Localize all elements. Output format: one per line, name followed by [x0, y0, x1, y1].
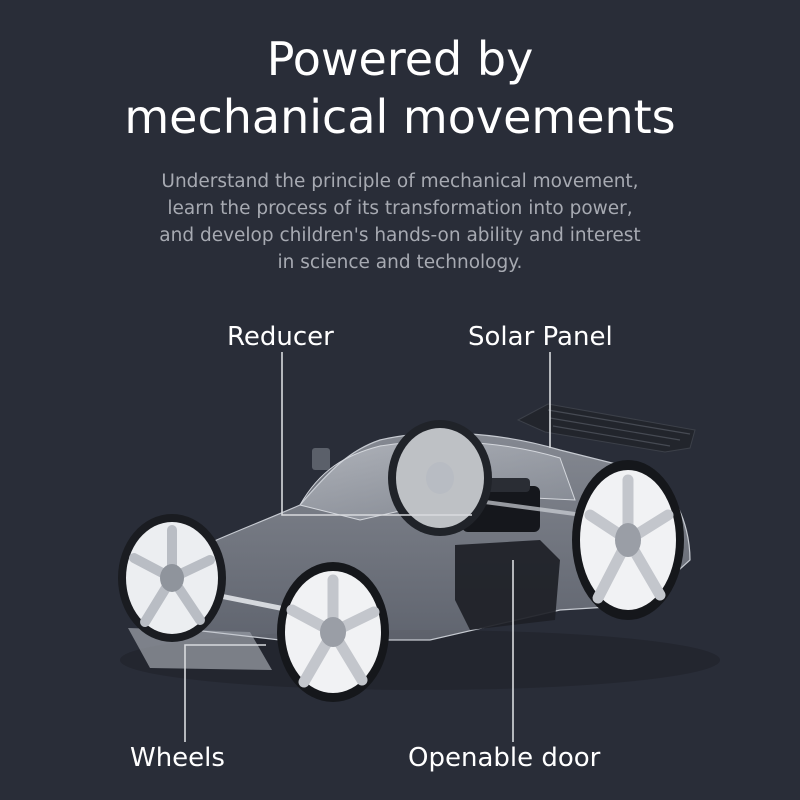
wheel-front-left	[118, 514, 226, 642]
title-line-2: mechanical movements	[124, 90, 676, 144]
solar-panel-stripes	[547, 409, 691, 447]
description-line-1: Understand the principle of mechanical m…	[161, 171, 639, 192]
side-mirror	[312, 448, 330, 470]
title-line-1: Powered by	[266, 32, 534, 86]
callout-reducer: Reducer	[227, 322, 334, 352]
callout-openable-door: Openable door	[408, 743, 601, 773]
wheel-rear-right	[572, 460, 684, 620]
description-text: Understand the principle of mechanical m…	[0, 168, 800, 276]
description-line-3: and develop children's hands-on ability …	[159, 225, 641, 246]
description-line-4: in science and technology.	[277, 252, 523, 273]
car-shadow	[120, 630, 720, 690]
wheels-callout-line	[184, 644, 266, 742]
wheel-front-right	[277, 562, 389, 702]
callout-wheels: Wheels	[130, 743, 225, 773]
reducer-callout-line	[281, 352, 472, 516]
callout-solar-panel: Solar Panel	[468, 322, 613, 352]
page-title: Powered by mechanical movements	[0, 30, 800, 146]
description-line-2: learn the process of its transformation …	[167, 198, 633, 219]
wheel-rear-left	[388, 420, 492, 536]
openable-door	[455, 540, 560, 630]
reducer-gear-detail	[480, 478, 530, 492]
